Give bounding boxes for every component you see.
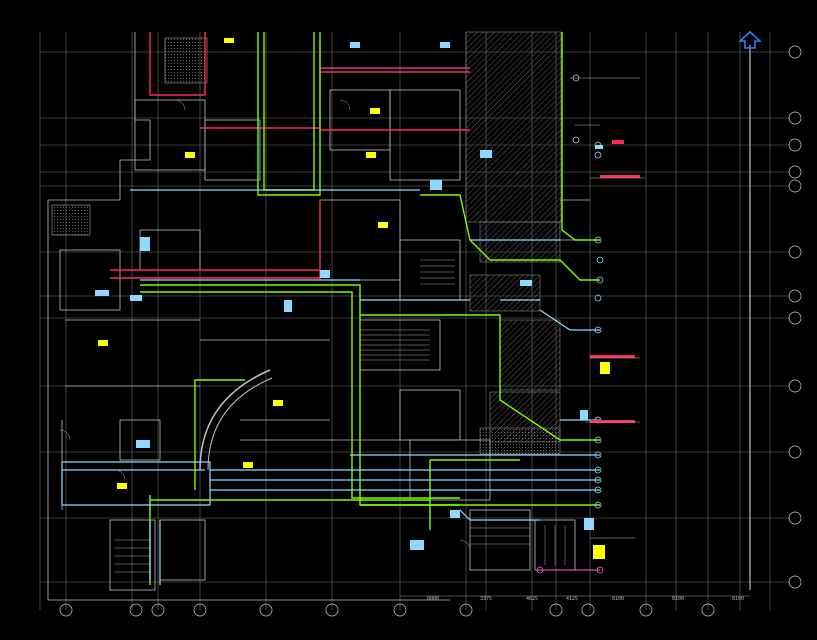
dim-2: 3375 [480, 596, 492, 602]
column-grid [39, 32, 790, 610]
dim-6: 8100 [672, 596, 684, 602]
home-arrow-icon[interactable] [738, 30, 762, 50]
bottom-dimensions: 8000 3375 4625 4125 8100 8100 8100 [427, 596, 744, 602]
curved-wall [199, 369, 271, 471]
room-tags [98, 38, 610, 559]
stairs [115, 259, 530, 573]
dim-4: 4125 [566, 596, 578, 602]
bottom-axis-bubbles [59, 603, 715, 617]
pipe-endpoints [536, 74, 604, 574]
dim-5: 8100 [612, 596, 624, 602]
red-pipes [110, 32, 470, 280]
right-axis-bubbles [788, 45, 802, 589]
magenta-pipes [320, 67, 600, 571]
door-swings [59, 99, 566, 565]
green-pipes [140, 32, 600, 585]
equipment-tags [95, 42, 603, 550]
dim-3: 4625 [526, 596, 538, 602]
dim-1: 8000 [427, 596, 439, 602]
hatched-core-areas [51, 31, 562, 455]
dim-7: 8100 [732, 596, 744, 602]
cyan-pipes [61, 189, 600, 585]
red-notes [590, 140, 640, 423]
